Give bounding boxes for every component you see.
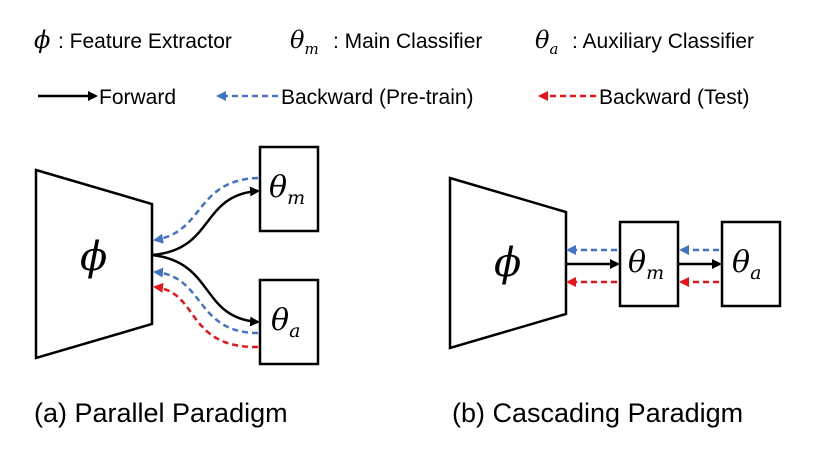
panel-a-aux-classifier-box [258,278,320,366]
panel-a-caption: (a) Parallel Paradigm [34,398,288,428]
legend-theta-a-label: : Auxiliary Classifier [572,30,755,53]
panel-b-caption: (b) Cascading Paradigm [452,398,744,428]
panel-a-theta-m-symbol: θm [269,170,306,209]
panel-b-feature-extractor [448,176,568,350]
panel-a-forward-arrow-aux [151,253,260,327]
panel-a-backward-pretrain-main [153,176,259,244]
panel-b-phi-symbol: ϕ [494,240,522,286]
legend-theta-m-label: : Main Classifier [333,30,483,53]
legend-theta-m-symbol: θm [290,26,319,58]
panel-a-backward-pretrain-aux [153,267,259,335]
legend-backward-pretrain-label: Backward (Pre-train) [281,86,474,109]
legend-forward-label: Forward [99,86,177,109]
panel-a-main-classifier-box [258,145,320,233]
legend-backward-test-label: Backward (Test) [599,86,750,109]
panel-b-theta-m-symbol: θm [628,245,665,284]
legend-phi-symbol: ϕ [34,26,51,54]
panel-a-forward-arrow-main [151,186,260,257]
legend-theta-a-symbol: θa [535,26,559,58]
panel-b-aux-classifier-box [720,220,782,308]
panel-a-phi-symbol: ϕ [80,234,108,280]
legend-phi-label: : Feature Extractor [58,30,232,53]
panel-b-theta-a-symbol: θa [732,245,762,284]
panel-a-theta-a-symbol: θa [271,303,301,342]
panel-a-feature-extractor [34,168,154,360]
panel-a-backward-test-aux [153,282,259,349]
